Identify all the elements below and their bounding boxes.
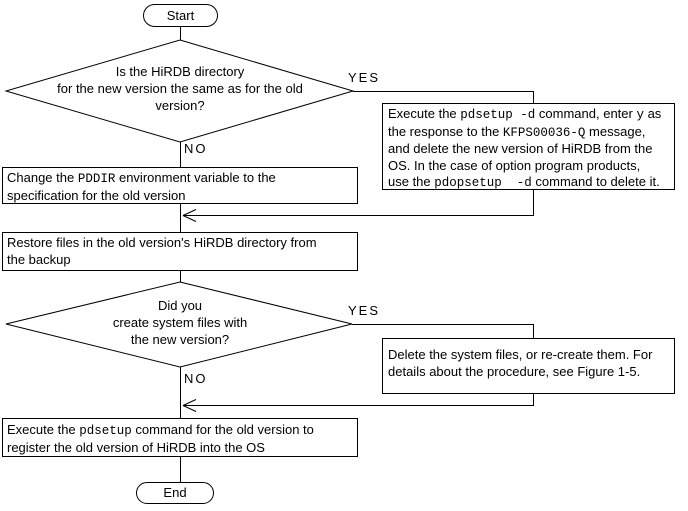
decision-directory-no-label: NO (184, 141, 208, 156)
process-delete-new-version: Execute the pdsetup -d command, enter y … (382, 103, 675, 190)
process-change-pddir: Change the PDDIR environment variable to… (2, 167, 358, 204)
decision-directory-yes-label: YES (348, 70, 381, 85)
decision-directory-shape (4, 39, 355, 143)
decision-system-files-shape (5, 281, 353, 368)
decision-system-files-no-label: NO (184, 371, 208, 386)
start-terminal: Start (143, 4, 218, 27)
junction-arrow-2 (182, 399, 197, 412)
end-terminal: End (136, 482, 214, 504)
decision-system-files-yes-label: YES (348, 303, 381, 318)
process-register-old-version: Execute the pdsetup command for the old … (2, 418, 358, 457)
junction-arrow-1 (182, 209, 197, 222)
process-delete-system-files: Delete the system files, or re-create th… (382, 338, 675, 394)
process-restore-files: Restore files in the old version's HiRDB… (2, 232, 358, 271)
